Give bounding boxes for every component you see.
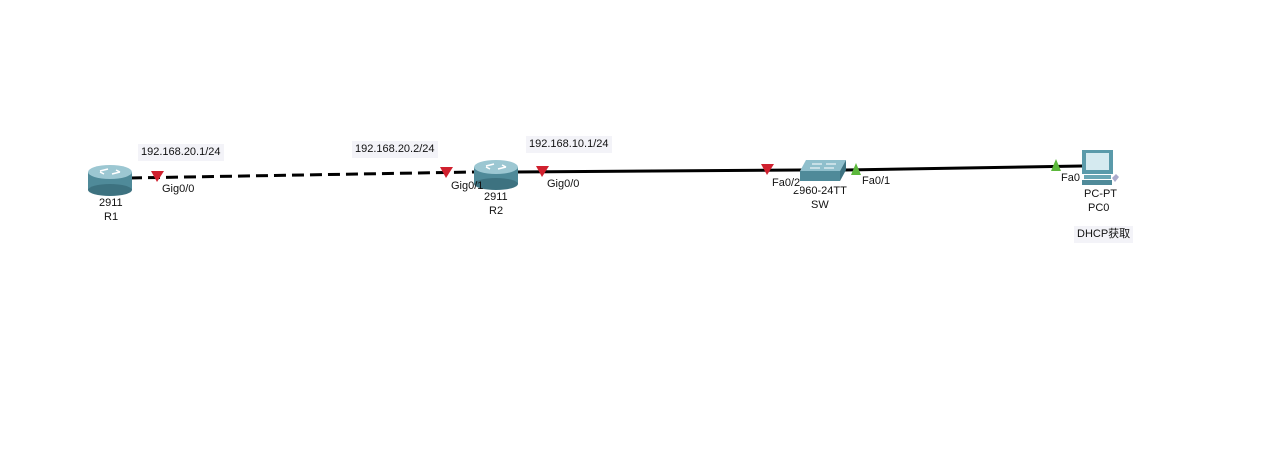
link-status-down-icon (440, 167, 453, 178)
device-name: R2 (489, 205, 504, 217)
router-icon[interactable] (474, 160, 518, 190)
device-model: PC-PT (1084, 188, 1117, 200)
device-name: PC0 (1088, 202, 1110, 214)
link-status-down-icon (151, 171, 164, 182)
r2-ip2-note: 192.168.10.1/24 (526, 136, 612, 153)
pc-icon[interactable] (1082, 150, 1119, 185)
device-model: 2960-24TT (793, 185, 847, 197)
port-label: Gig0/0 (547, 178, 580, 190)
link-status-up-icon (1051, 159, 1061, 171)
link-r2-sw[interactable] (514, 168, 803, 174)
link-sw-pc[interactable] (844, 164, 1083, 172)
port-label: Fa0/2 (772, 177, 801, 190)
r2-ip1-note: 192.168.20.2/24 (352, 141, 438, 158)
link-r1-r2[interactable] (129, 170, 476, 180)
port-label: Gig0/1 (451, 180, 484, 192)
device-name: R1 (104, 211, 119, 223)
device-model: 2911 (99, 197, 123, 209)
link-status-up-icon (851, 163, 861, 175)
pc-dhcp-note: DHCP获取 (1074, 226, 1134, 243)
link-status-down-icon (761, 164, 774, 175)
port-label: Fa0 (1061, 172, 1080, 184)
device-name: SW (811, 199, 829, 211)
router-icon[interactable] (88, 165, 132, 196)
switch-icon[interactable] (800, 160, 846, 181)
port-label: Fa0/1 (862, 175, 891, 187)
device-model: 2911 (484, 191, 508, 203)
link-status-down-icon (536, 166, 549, 177)
r1-ip-note: 192.168.20.1/24 (138, 144, 224, 161)
port-label: Gig0/0 (162, 183, 195, 195)
